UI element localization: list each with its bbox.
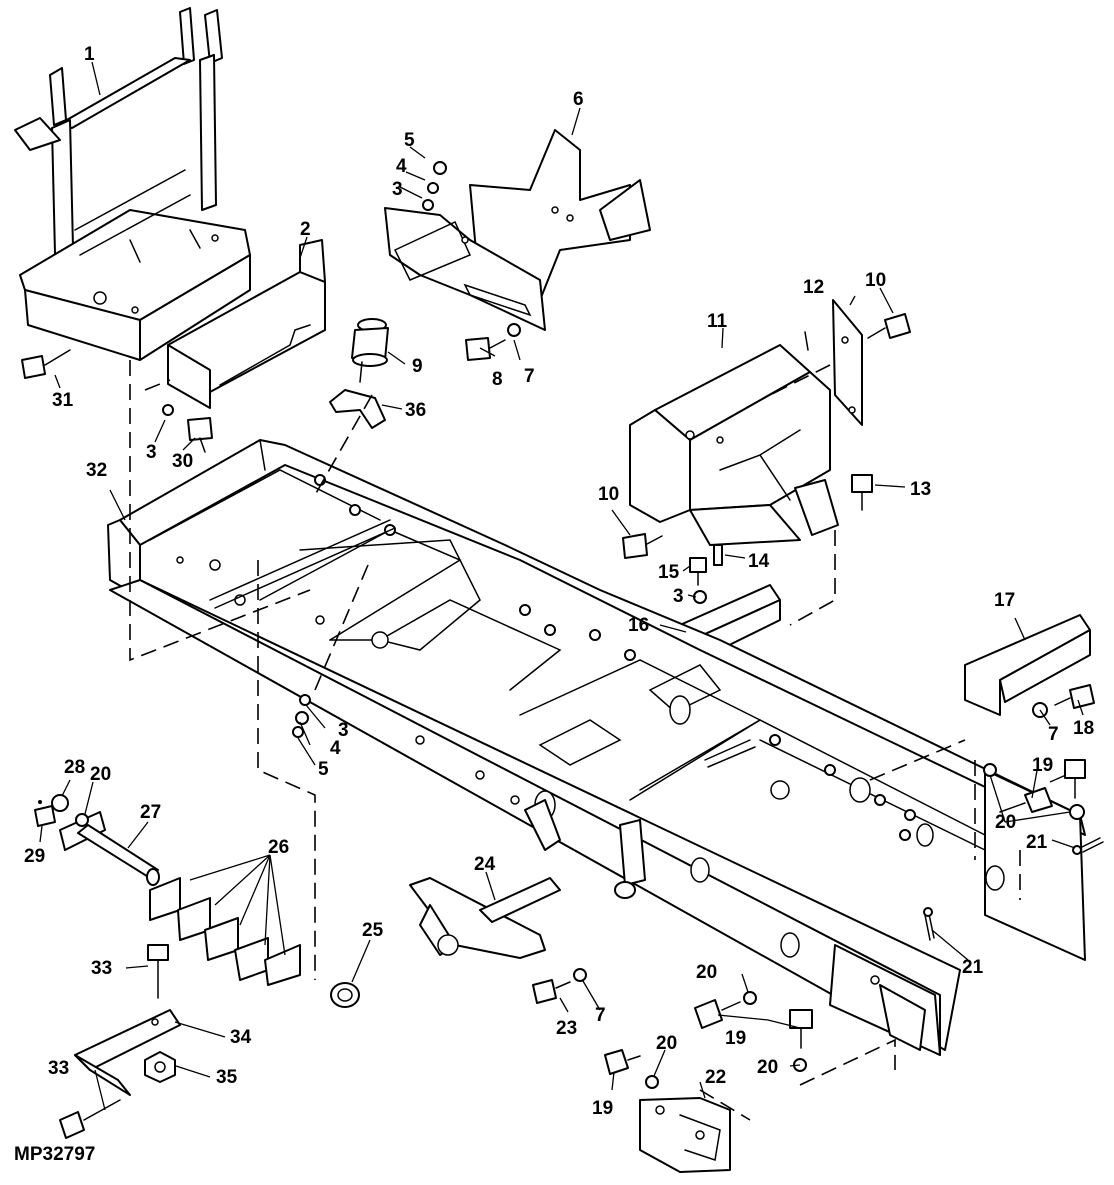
alignment-lines bbox=[129, 360, 1021, 1121]
figure-code: MP32797 bbox=[14, 1144, 95, 1165]
callout-2: 2 bbox=[300, 219, 311, 240]
part-24-drawbar bbox=[409, 799, 646, 959]
callout-29: 29 bbox=[24, 846, 45, 867]
callout-19: 19 bbox=[725, 1028, 746, 1049]
callout-18: 18 bbox=[1073, 718, 1094, 739]
callout-14: 14 bbox=[748, 551, 770, 572]
callout-20: 20 bbox=[656, 1033, 677, 1054]
callout-3: 3 bbox=[392, 179, 403, 200]
part-1-upper-bracket bbox=[14, 7, 251, 361]
callout-13: 13 bbox=[910, 479, 931, 500]
callout-33: 33 bbox=[48, 1058, 69, 1079]
frame-nuts bbox=[314, 474, 916, 841]
part-22-plate bbox=[639, 1097, 731, 1173]
callout-7: 7 bbox=[1048, 724, 1059, 745]
callout-10: 10 bbox=[598, 484, 619, 505]
callout-17: 17 bbox=[994, 590, 1015, 611]
callout-7: 7 bbox=[595, 1005, 606, 1026]
callout-15: 15 bbox=[658, 562, 680, 583]
callout-10: 10 bbox=[865, 270, 886, 291]
part-2-deflector bbox=[167, 239, 326, 409]
callout-27: 27 bbox=[140, 802, 161, 823]
fasteners bbox=[21, 161, 1104, 1139]
callout-35: 35 bbox=[216, 1067, 238, 1088]
callout-25: 25 bbox=[362, 920, 384, 941]
callout-16: 16 bbox=[628, 615, 649, 636]
callout-22: 22 bbox=[705, 1067, 726, 1088]
callout-20: 20 bbox=[757, 1057, 778, 1078]
part-34-bracket bbox=[74, 1009, 181, 1096]
callout-31: 31 bbox=[52, 390, 74, 411]
callout-labels: 1 2 3 4 5 6 7 8 9 10 11 12 13 10 14 15 3… bbox=[24, 44, 1094, 1119]
callout-3: 3 bbox=[146, 442, 157, 463]
callout-11: 11 bbox=[707, 311, 728, 332]
callout-20: 20 bbox=[90, 764, 111, 785]
callout-36: 36 bbox=[405, 400, 426, 421]
callout-32: 32 bbox=[86, 460, 107, 481]
callout-28: 28 bbox=[64, 757, 85, 778]
callout-4: 4 bbox=[330, 738, 341, 759]
part-32-main-frame bbox=[107, 439, 1086, 1056]
callout-3: 3 bbox=[673, 586, 684, 607]
callout-8: 8 bbox=[492, 369, 503, 390]
part-12-plate bbox=[832, 299, 863, 426]
callout-7: 7 bbox=[524, 366, 535, 387]
callout-5: 5 bbox=[404, 130, 415, 151]
leader-lines bbox=[39, 61, 1084, 1111]
callout-19: 19 bbox=[1032, 755, 1053, 776]
part-27-rod bbox=[59, 811, 160, 886]
part-36-clip bbox=[329, 389, 386, 429]
part-11-housing bbox=[629, 331, 839, 546]
callout-34: 34 bbox=[230, 1027, 252, 1048]
callout-3: 3 bbox=[338, 720, 349, 741]
callout-1: 1 bbox=[84, 44, 95, 65]
callout-20: 20 bbox=[696, 962, 717, 983]
callout-9: 9 bbox=[412, 356, 423, 377]
callout-5: 5 bbox=[318, 759, 329, 780]
part-26-shims bbox=[149, 877, 301, 986]
callout-30: 30 bbox=[172, 451, 193, 472]
callout-26: 26 bbox=[268, 837, 289, 858]
part-25-bushing bbox=[330, 982, 360, 1008]
callout-24: 24 bbox=[474, 854, 496, 875]
callout-33: 33 bbox=[91, 958, 112, 979]
part-14-pin bbox=[713, 544, 723, 566]
part-17-right-bracket bbox=[964, 614, 1091, 716]
callout-21: 21 bbox=[962, 957, 984, 978]
callout-12: 12 bbox=[803, 277, 824, 298]
callout-6: 6 bbox=[573, 89, 584, 110]
part-6-mount-plate bbox=[384, 129, 651, 331]
callout-23: 23 bbox=[556, 1018, 577, 1039]
part-35-nut bbox=[144, 1051, 176, 1083]
part-9-isolator bbox=[351, 318, 389, 383]
callout-21: 21 bbox=[1026, 832, 1048, 853]
callout-20: 20 bbox=[995, 812, 1016, 833]
callout-4: 4 bbox=[396, 156, 407, 177]
callout-19: 19 bbox=[592, 1098, 613, 1119]
